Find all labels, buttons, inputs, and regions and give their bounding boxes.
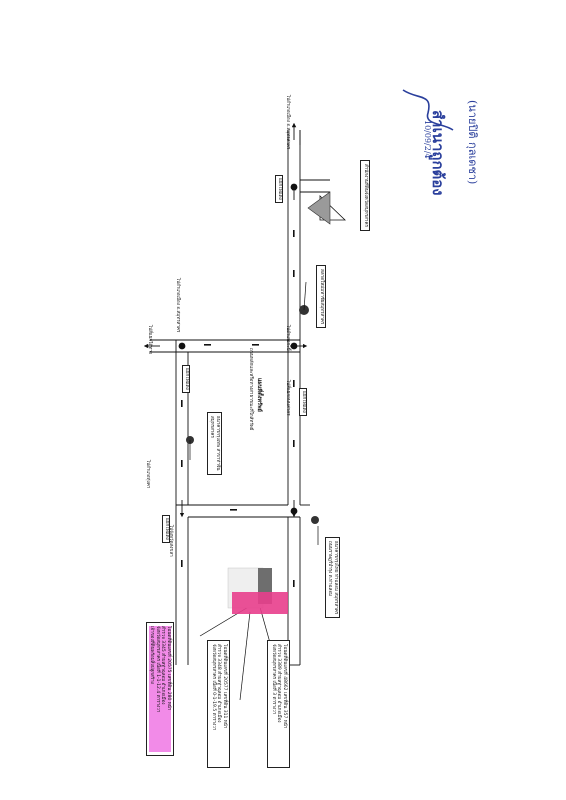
landmark-right: ตลาดใหม่มหาชัยสมุทรสาคร — [316, 265, 326, 329]
deed-1-line-1: โฉนดที่ดินเลขที่ 20575 เลขที่ดิน 280 หน้… — [165, 626, 171, 752]
landmark-center-text: ธนาคารกรุงเทพ สาขาท่าจีน — [215, 416, 220, 471]
deed-3-line-1: โฉนดที่ดินเลขที่ 48662 เลขที่ดิน 357 หน้… — [282, 644, 287, 729]
road-label-thung-kha: ไปอำเภอทุ่งคา — [145, 460, 150, 489]
signature-date: 10/09/2/4 — [423, 120, 432, 159]
deed-2-line-3: จังหวัดสมุทรสาคร เนื้อที่ 0-1-19.5 ตาราง… — [211, 644, 216, 731]
deed-box-1: โฉนดที่ดินเลขที่ 20575 เลขที่ดิน 280 หน้… — [146, 622, 174, 756]
landmark-school: สำนักงานที่ดินจังหวัดสมุทรสาคร — [360, 160, 370, 231]
landmark-bottom-text: ธนาคารกรุงไทย ท่าฉลอม สมุทรสาคร — [333, 541, 338, 615]
deed-3-line-2: สำรวจ 3389 ตำบลท่าฉลอม อำเภอเมือง — [276, 644, 282, 723]
landmark-center: ธนาคารกรุงเทพ สาขาท่าจีน สมุทรสาคร — [207, 412, 222, 475]
road-label-center-left: ไปอำเภอกะบี้ — [285, 325, 290, 351]
road-label-right-mid: ไปอำเภอเมือง อ.สมุทรสาคร — [175, 278, 180, 333]
deed-3-line-3: จังหวัดสมุทรสาคร เนื้อที่ 3 ตารางวา — [271, 644, 276, 715]
deed-box-3: โฉนดที่ดินเลขที่ 48662 เลขที่ดิน 357 หน้… — [267, 640, 290, 768]
landmark-right-text: ตลาดใหม่มหาชัยสมุทรสาคร — [319, 269, 324, 325]
signature-scribble — [402, 89, 454, 131]
deed-1-line-3: จังหวัดสมุทรสาคร เนื้อที่ 1-1-12.4 ตาราง… — [154, 626, 160, 752]
deed-box-2: โฉนดที่ดินเลขที่ 20577 เลขที่ดิน 311 หน้… — [207, 640, 230, 768]
landmark-school-text: สำนักงานที่ดินจังหวัดสมุทรสาคร — [363, 164, 368, 227]
road-label-bottom: ไปสี่แยกถนนสาคร — [285, 380, 290, 416]
document-title: แผนที่ตั้งทรัพย์ — [256, 378, 262, 412]
document-subtitle: ถนนหลักและหรือทางสาธารณะที่ใกล้ทรัพย์ — [248, 348, 253, 431]
traffic-light-label-4: แยกไฟแดง — [299, 388, 307, 416]
deed-2-line-2: สำรวจ 3348 ตำบลท่าฉลอม อำเภอเมือง — [216, 644, 222, 723]
landmark-bottom: ธนาคารกรุงไทย ท่าฉลอม สมุทรสาคร ถนนราษฎร… — [325, 537, 340, 619]
signature-name: (นายปิติ กุลเดชา) — [466, 100, 479, 185]
traffic-light-label-3: แยกไฟแดง — [275, 175, 283, 203]
deed-2-line-1: โฉนดที่ดินเลขที่ 20577 เลขที่ดิน 311 หน้… — [222, 644, 227, 729]
traffic-light-label-1: แยกไฟแดง — [162, 515, 170, 543]
traffic-light-label-2: แยกไฟแดง — [182, 365, 190, 393]
deed-1-line-2: สำรวจ 3345 ตำบลท่าฉลอม อำเภอเมือง — [160, 626, 166, 752]
road-label-north: ไปสี่แยกใต้ทาง — [147, 325, 152, 354]
road-label-right-top: ไปอำเภอเมือง อ.สมุทรสาคร — [285, 95, 290, 150]
